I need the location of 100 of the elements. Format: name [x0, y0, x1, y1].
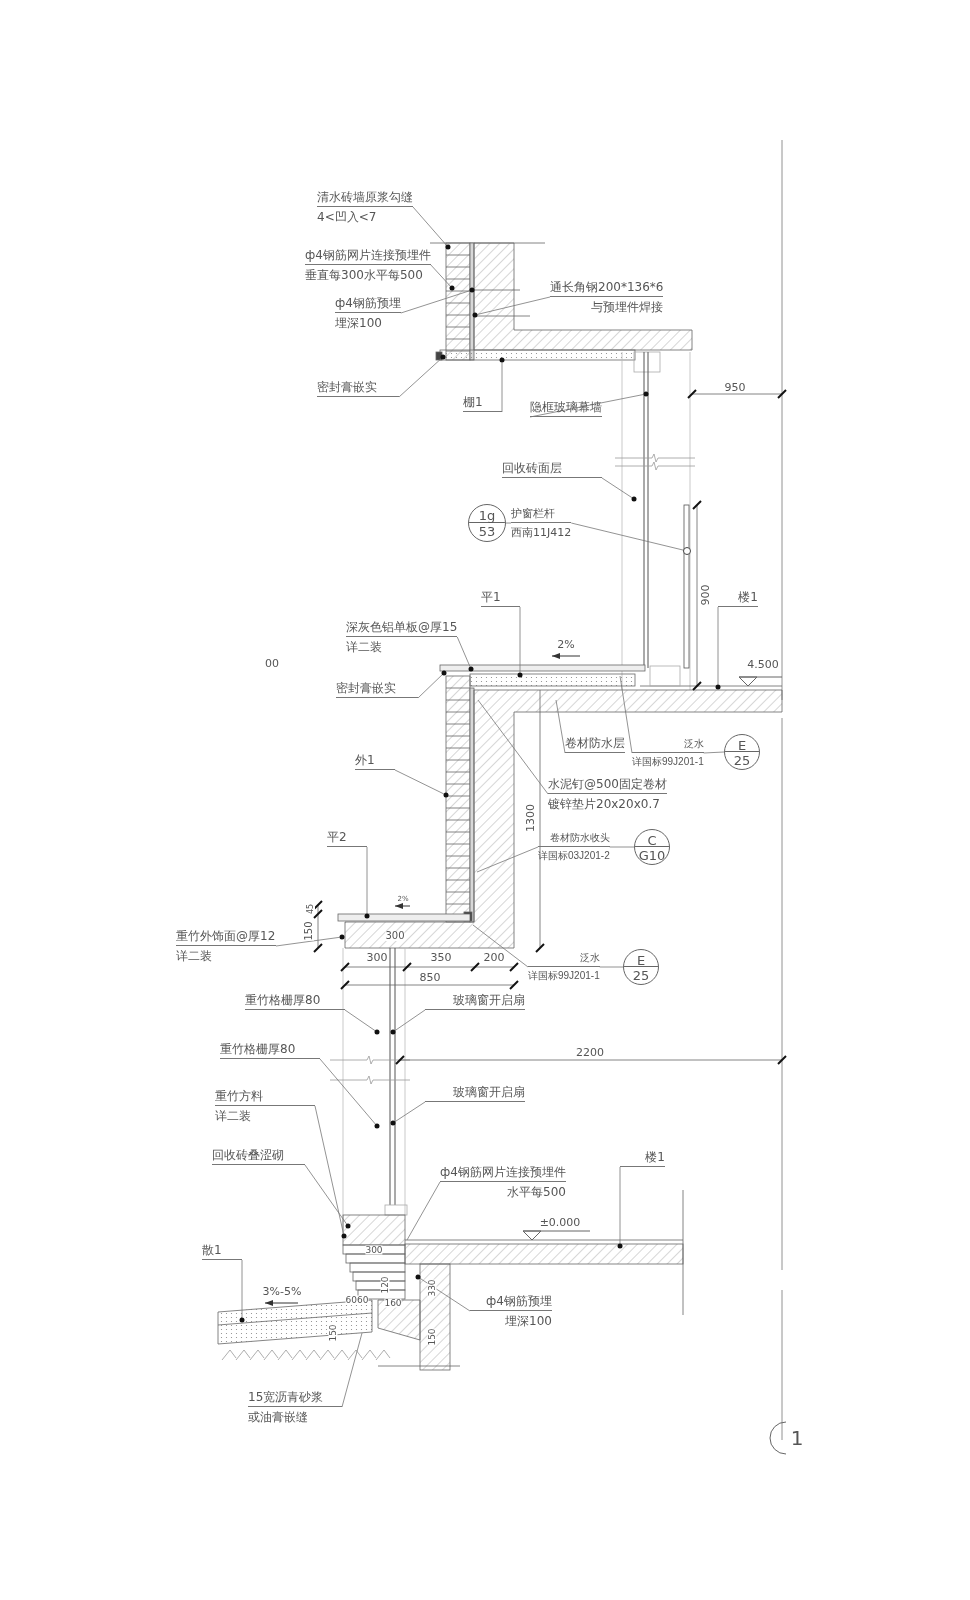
callout-label: 护窗栏杆 西南11J412	[511, 506, 572, 540]
dimension-text: 950	[724, 381, 746, 393]
dimension-text: 120	[380, 1276, 390, 1294]
callout-label: 密封膏嵌实	[317, 379, 399, 397]
leader-line	[501, 362, 503, 413]
dimension-text: 1300	[524, 804, 536, 832]
leader-line	[430, 264, 451, 287]
leader-line	[505, 522, 512, 524]
callout-label: 楼1	[718, 589, 758, 607]
leader-dot	[443, 792, 449, 798]
leader-dot	[415, 1274, 421, 1280]
leader-dot	[449, 285, 455, 291]
slope-text: 3%-5%	[262, 1285, 302, 1297]
leader-dot	[445, 244, 451, 250]
dimension-text: 850	[419, 971, 441, 983]
callout-label: 泛水 详国标99J201-1	[528, 952, 600, 982]
leader-line	[519, 606, 521, 673]
leader-line	[529, 394, 644, 418]
elevation-text: 4.500	[747, 658, 779, 670]
callout-label: 卷材防水层	[565, 735, 625, 753]
leader-line	[599, 966, 624, 968]
callout-label: 玻璃窗开启扇	[425, 992, 525, 1010]
leader-line	[341, 1332, 363, 1408]
leader-line	[472, 924, 529, 968]
dimension-text: 350	[430, 951, 452, 963]
leader-line	[717, 606, 719, 685]
detail-reference-circle: E 25	[623, 949, 659, 985]
leader-end-circle	[683, 547, 691, 555]
dimension-text: 300	[365, 1245, 383, 1255]
callout-label: 重竹外饰面@厚12 详二装	[176, 928, 276, 964]
leader-dot	[468, 666, 474, 672]
leader-line	[366, 846, 368, 914]
callout-label: ф4钢筋预埋 埋深100	[470, 1293, 552, 1329]
leader-line	[570, 522, 684, 551]
leader-line	[394, 1009, 426, 1031]
leader-line	[398, 358, 442, 398]
callout-label: ф4钢筋预埋 埋深100	[335, 295, 401, 331]
dimension-text: 00	[265, 657, 279, 669]
leader-dot	[341, 1233, 347, 1239]
leader-line	[456, 636, 471, 668]
callout-label: 卷材防水收头 详国标03J201-2	[538, 832, 610, 862]
leader-line	[275, 936, 340, 947]
leader-dot	[441, 670, 447, 676]
dimension-text: 2200	[576, 1046, 604, 1058]
callout-label: 重竹格栅厚80	[220, 1041, 320, 1059]
leader-dot	[517, 672, 523, 678]
leader-line	[703, 751, 725, 754]
callout-label: 深灰色铝单板@厚15 详二装	[346, 619, 458, 655]
leader-line	[477, 699, 549, 795]
leader-dot	[239, 1317, 245, 1323]
leader-line	[412, 206, 447, 246]
leader-dot	[339, 934, 345, 940]
detail-reference-circle: E 25	[724, 734, 760, 770]
callout-label: 15宽沥青砂浆 或油膏嵌缝	[248, 1389, 342, 1425]
leader-dot	[390, 1029, 396, 1035]
callout-label: 通长角钢200*136*6 与预埋件焊接	[550, 279, 664, 315]
callout-label: 重竹格栅厚80	[245, 992, 345, 1010]
elevation-text: ±0.000	[539, 1216, 581, 1228]
leader-line	[319, 1058, 376, 1125]
callout-label: 平1	[481, 589, 520, 607]
callout-label: 棚1	[463, 394, 502, 412]
leader-dot	[499, 357, 505, 363]
leader-line	[476, 846, 539, 873]
leader-dot	[643, 391, 649, 397]
dimension-text: 6060	[345, 1295, 369, 1305]
leader-line	[601, 477, 633, 499]
leader-line	[241, 1259, 243, 1318]
callout-label: ф4钢筋网片连接预埋件 垂直每300水平每500	[305, 247, 431, 283]
slope-text: 2%	[557, 638, 575, 650]
callout-label: 密封膏嵌实	[336, 680, 418, 698]
callout-label: 隐框玻璃幕墙	[530, 399, 602, 417]
dimension-text: 45	[307, 903, 315, 915]
dimension-text: 200	[483, 951, 505, 963]
callout-label: 外1	[355, 752, 395, 770]
callout-label: 回收砖叠涩砌	[212, 1147, 305, 1165]
callout-label: ф4钢筋网片连接预埋件 水平每500	[440, 1164, 566, 1200]
leader-dot	[364, 913, 370, 919]
leader-line	[394, 769, 445, 795]
callout-label: 清水砖墙原浆勾缝 4<凹入<7	[317, 189, 413, 225]
leader-line	[344, 1009, 376, 1031]
dimension-text: 900	[699, 584, 711, 606]
leader-line	[314, 1105, 344, 1234]
leader-line	[619, 675, 633, 754]
leader-line	[609, 846, 635, 848]
leader-line	[400, 290, 470, 314]
leader-dot	[390, 1120, 396, 1126]
leader-line	[555, 699, 566, 754]
dimension-text: 150	[427, 1328, 437, 1346]
leader-dot	[374, 1029, 380, 1035]
leader-dot	[345, 1223, 351, 1229]
callout-label: 散1	[202, 1242, 242, 1260]
leader-dot	[472, 312, 478, 318]
callout-label: 回收砖面层	[502, 460, 602, 478]
dimension-text: 300	[366, 951, 388, 963]
dimension-text: 160	[384, 1298, 402, 1308]
leader-dot	[617, 1243, 623, 1249]
dimension-text: 300	[385, 931, 405, 941]
callout-label: 泛水 详国标99J201-1	[632, 738, 704, 768]
dimension-text: 330	[427, 1279, 437, 1297]
dimension-text: 150	[304, 921, 314, 941]
